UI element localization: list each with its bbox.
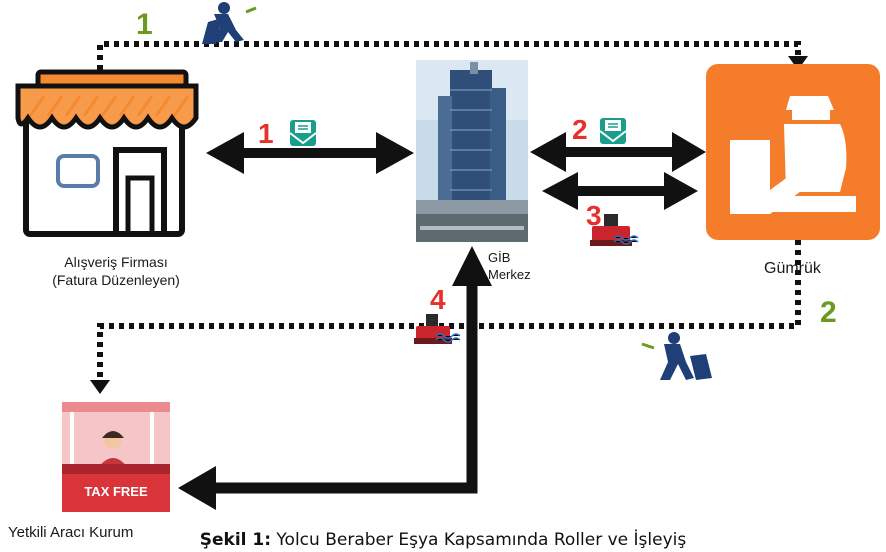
gib-building-image	[416, 60, 528, 242]
email-icon	[289, 120, 317, 146]
stamp-icon	[414, 314, 461, 344]
shop-label-line1: Alışveriş Firması	[64, 254, 168, 270]
stamp-icon	[590, 214, 639, 246]
arrow-gib-taxfree	[178, 246, 492, 510]
flow-path-customs-to-taxfree	[90, 240, 801, 394]
tax-free-booth-icon	[62, 402, 170, 512]
step-number-red-3: 3	[586, 200, 602, 231]
arrow-gib-customs-top	[530, 132, 706, 172]
figure-caption: Şekil 1: Yolcu Beraber Eşya Kapsamında R…	[0, 530, 886, 550]
gib-label-line2: Merkez	[488, 267, 531, 282]
shop-label: Alışveriş Firması (Fatura Düzenleyen)	[36, 254, 196, 288]
shop-label-line2: (Fatura Düzenleyen)	[52, 272, 180, 288]
figure-caption-prefix: Şekil 1:	[199, 530, 272, 550]
step-number-red-4: 4	[430, 284, 446, 315]
taxfree-sign-text: TAX FREE	[84, 484, 148, 499]
flow-path-traveler-to-customs	[97, 41, 808, 70]
gib-label-line1: GİB	[488, 250, 511, 265]
step-number-red-2: 2	[572, 114, 588, 145]
shop-icon	[15, 69, 199, 237]
traveler-with-luggage-icon	[202, 2, 257, 44]
customs-label: Gümrük	[764, 260, 821, 277]
step-number-red-1: 1	[258, 118, 274, 149]
customs-officer-icon	[706, 64, 880, 240]
taxfree-label: Yetkili Aracı Kurum	[8, 524, 134, 541]
figure-caption-text: Yolcu Beraber Eşya Kapsamında Roller ve …	[271, 530, 687, 550]
step-number-green-1: 1	[136, 8, 153, 41]
arrow-gib-customs-bottom	[542, 172, 698, 210]
arrow-shop-gib	[206, 132, 414, 174]
traveler-with-luggage-icon	[641, 332, 712, 380]
gib-label: GİB Merkez	[488, 250, 531, 282]
step-number-green-2: 2	[820, 296, 837, 329]
email-icon	[599, 118, 627, 144]
